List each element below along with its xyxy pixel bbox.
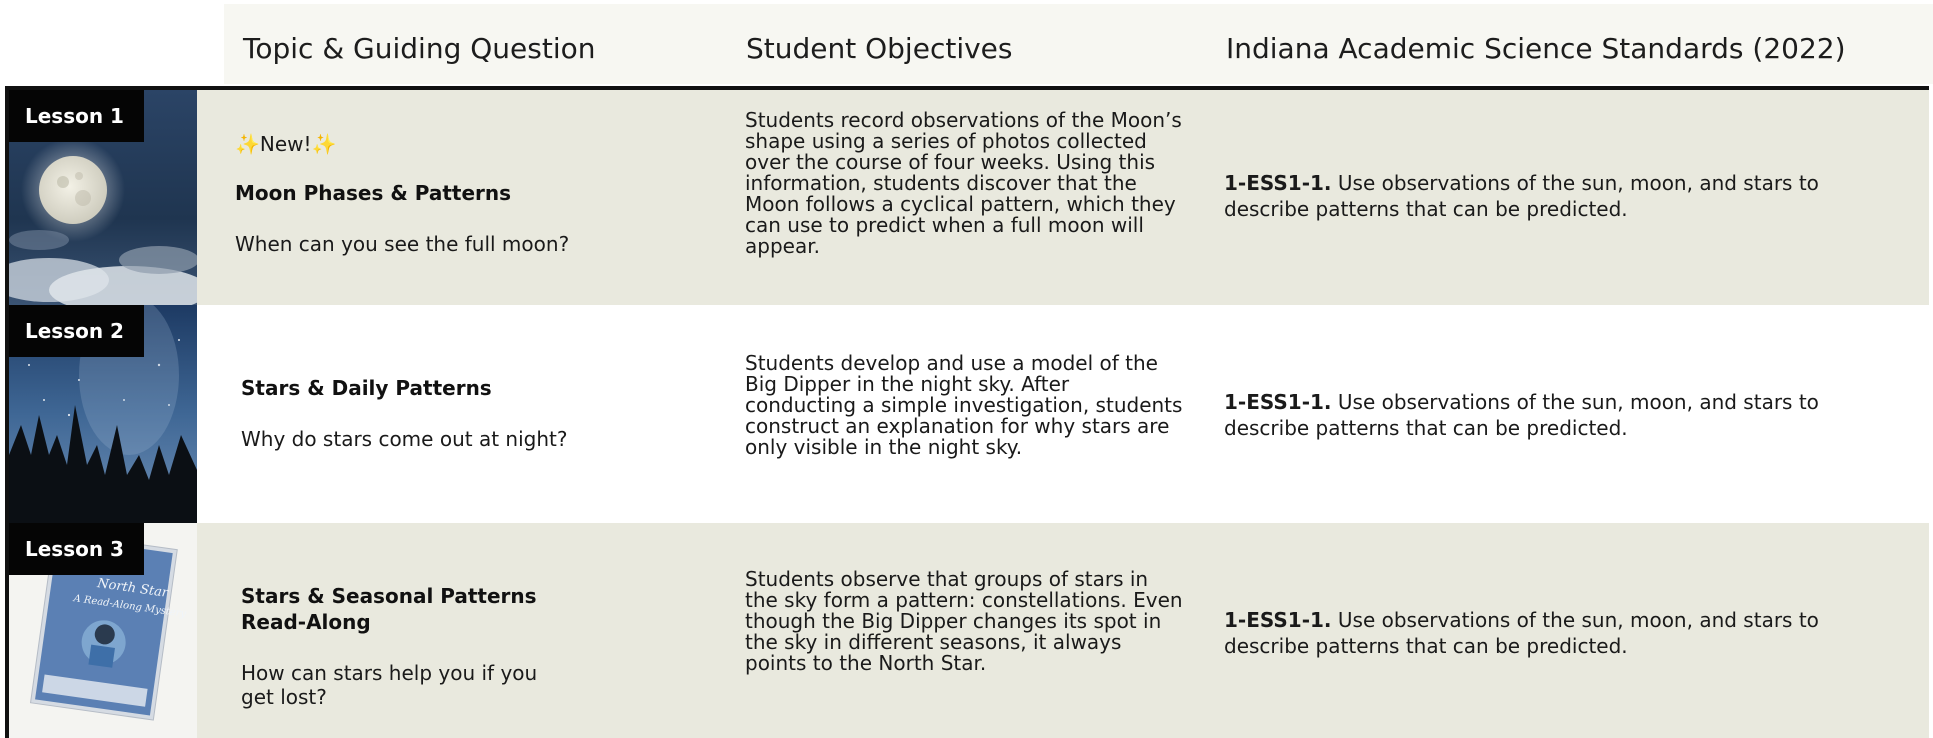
standards-cell-2: 1-ESS1-1. Use observations of the sun, m… bbox=[1224, 389, 1864, 441]
standard-text-2: Use observations of the sun, moon, and s… bbox=[1224, 390, 1819, 440]
topic-title-2: Stars & Daily Patterns bbox=[241, 376, 492, 400]
standard-code-1: 1-ESS1-1. bbox=[1224, 171, 1332, 195]
standards-cell-1: 1-ESS1-1. Use observations of the sun, m… bbox=[1224, 170, 1864, 222]
topic-title-1: Moon Phases & Patterns bbox=[235, 181, 512, 205]
standard-text-1: Use observations of the sun, moon, and s… bbox=[1224, 171, 1819, 221]
standard-code-2: 1-ESS1-1. bbox=[1224, 390, 1332, 414]
header-objectives: Student Objectives bbox=[746, 32, 1013, 65]
objectives-cell-3: Students observe that groups of stars in… bbox=[745, 567, 1183, 675]
lesson-row-1: Lesson 1 ✨New!✨ Moon Phases & Patterns W… bbox=[9, 90, 1929, 305]
lesson-tag-3: Lesson 3 bbox=[9, 523, 144, 575]
guiding-question-1: When can you see the full moon? bbox=[235, 232, 570, 256]
topic-cell-1: ✨New!✨ Moon Phases & Patterns When can y… bbox=[235, 132, 569, 256]
lesson-row-3: North Star A Read-Along Mystery Lesson 3… bbox=[9, 523, 1929, 738]
objectives-cell-2: Students develop and use a model of the … bbox=[745, 351, 1183, 459]
objectives-cell-1: Students record observations of the Moon… bbox=[745, 108, 1182, 258]
new-label: New! bbox=[259, 132, 312, 156]
table-header: Topic & Guiding Question Student Objecti… bbox=[224, 4, 1933, 84]
topic-cell-2: Stars & Daily Patterns Why do stars come… bbox=[241, 375, 567, 451]
lesson-tag-2: Lesson 2 bbox=[9, 305, 144, 357]
standard-code-3: 1-ESS1-1. bbox=[1224, 608, 1332, 632]
header-topic: Topic & Guiding Question bbox=[243, 32, 596, 65]
guiding-question-3: How can stars help you if you get lost? bbox=[241, 661, 538, 709]
sparkle-icon: ✨ bbox=[311, 132, 337, 156]
topic-cell-3: Stars & Seasonal Patterns Read-Along How… bbox=[241, 583, 541, 709]
new-badge: ✨New!✨ bbox=[235, 132, 569, 156]
header-standards: Indiana Academic Science Standards (2022… bbox=[1226, 32, 1846, 65]
guiding-question-2: Why do stars come out at night? bbox=[241, 427, 568, 451]
standards-cell-3: 1-ESS1-1. Use observations of the sun, m… bbox=[1224, 607, 1864, 659]
standard-text-3: Use observations of the sun, moon, and s… bbox=[1224, 608, 1819, 658]
lesson-tag-1: Lesson 1 bbox=[9, 90, 144, 142]
sparkle-icon: ✨ bbox=[235, 132, 260, 156]
lesson-row-2: Lesson 2 Stars & Daily Patterns Why do s… bbox=[9, 305, 1929, 523]
topic-title-3: Stars & Seasonal Patterns Read-Along bbox=[241, 584, 537, 634]
